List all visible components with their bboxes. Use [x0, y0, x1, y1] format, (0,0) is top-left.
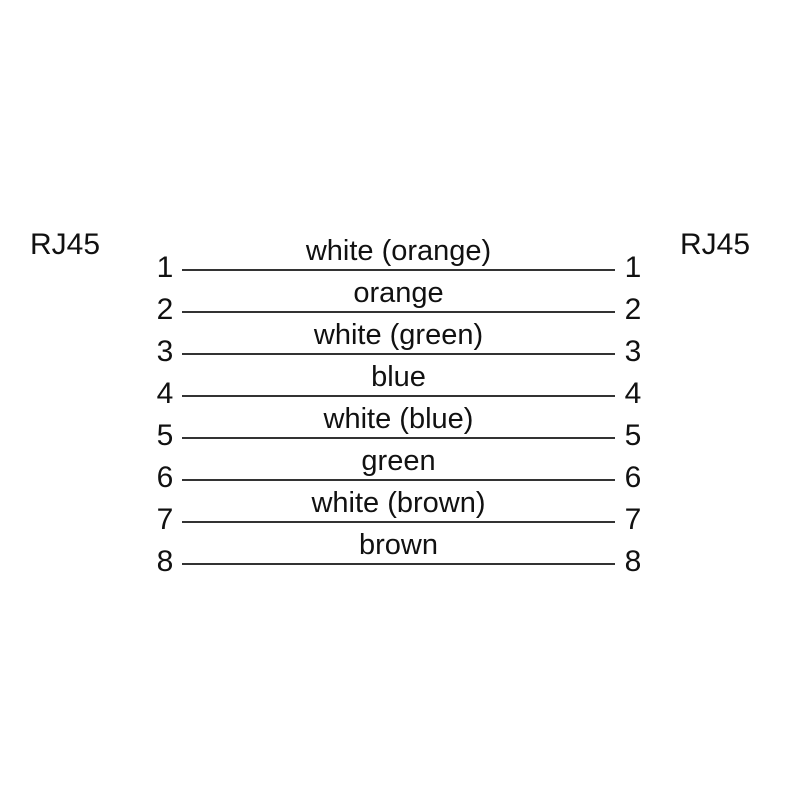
pin-number-right: 7 [624, 503, 642, 536]
wire-line [182, 269, 615, 271]
pin-number-right: 8 [624, 545, 642, 578]
wire-color-label: green [361, 445, 436, 477]
pin-number-left: 7 [156, 503, 174, 536]
pin-number-right: 6 [624, 461, 642, 494]
wire-line [182, 353, 615, 355]
wire-color-label: blue [371, 361, 426, 393]
wire-line [182, 437, 615, 439]
wire-color-label: white (green) [313, 319, 484, 351]
pin-number-right: 2 [624, 293, 642, 326]
wire-line [182, 395, 615, 397]
wire-color-label: orange [353, 277, 444, 309]
pin-number-right: 3 [624, 335, 642, 368]
wire-line [182, 563, 615, 565]
connector-label-right: RJ45 [680, 228, 751, 261]
connector-label-left: RJ45 [30, 228, 101, 261]
pin-number-left: 4 [156, 377, 174, 410]
wire-color-label: brown [359, 529, 438, 561]
pin-number-right: 1 [624, 251, 642, 284]
wire-color-label: white (blue) [323, 403, 474, 435]
pin-number-left: 3 [156, 335, 174, 368]
pin-number-left: 8 [156, 545, 174, 578]
wire-line [182, 479, 615, 481]
pin-number-left: 2 [156, 293, 174, 326]
pin-number-right: 5 [624, 419, 642, 452]
wire-line [182, 311, 615, 313]
wire-color-label: white (brown) [311, 487, 486, 519]
pin-number-left: 5 [156, 419, 174, 452]
wire-line [182, 521, 615, 523]
pin-number-left: 1 [156, 251, 174, 284]
pin-number-left: 6 [156, 461, 174, 494]
wire-color-label: white (orange) [305, 235, 492, 267]
pin-number-right: 4 [624, 377, 642, 410]
